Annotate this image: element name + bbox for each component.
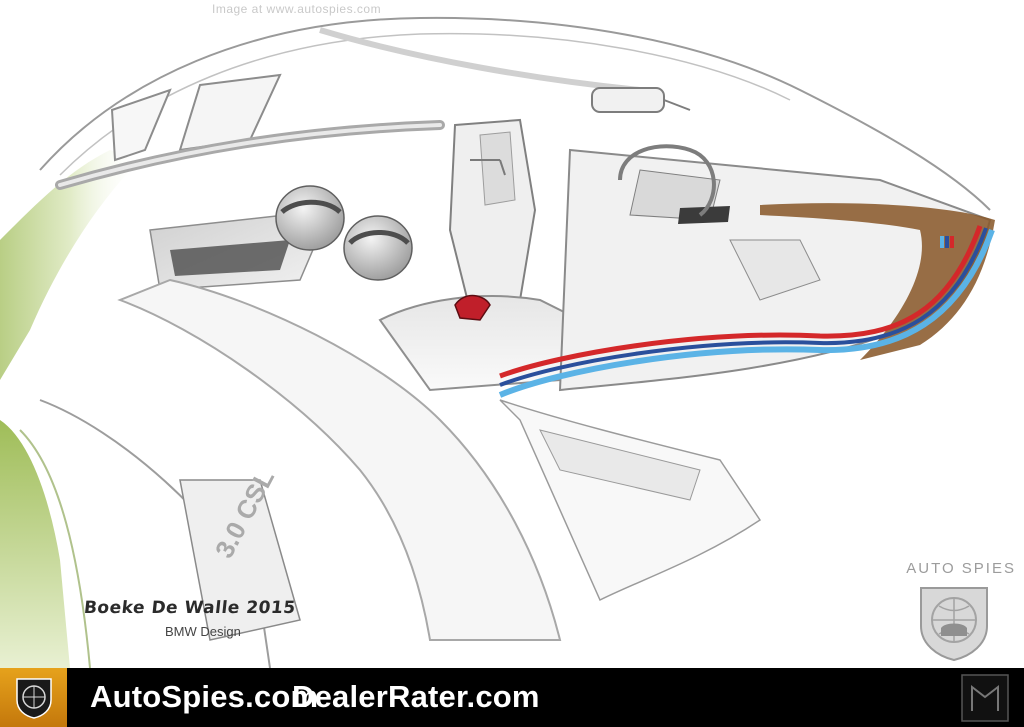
- steering-wheel: [618, 144, 716, 217]
- autospies-badge-icon[interactable]: [0, 668, 67, 727]
- rearview-mirror: [591, 87, 665, 113]
- m-badge-icon: [940, 236, 954, 248]
- gear-selector: [454, 294, 491, 321]
- lower-green-sill: [0, 420, 70, 668]
- footer-bar: AutoSpies.com DealerRater.com: [0, 668, 1024, 727]
- rear-window-left: [110, 88, 172, 162]
- footer-partner-link[interactable]: DealerRater.com: [292, 679, 540, 714]
- footer-corner-icon[interactable]: [960, 673, 1010, 723]
- autospies-wordmark: AUTO SPIES: [906, 560, 1016, 577]
- body-side-green: [0, 150, 140, 380]
- dash-trim-brown: [760, 203, 995, 360]
- autospies-crest-icon: [920, 587, 988, 662]
- front-door-panel: [499, 399, 762, 602]
- helmet-rear: [275, 185, 345, 251]
- designer-signature: Boeke De Walle 2015: [82, 598, 297, 618]
- roof-line: [39, 16, 991, 211]
- door-sill: [117, 278, 562, 641]
- watermark-top: Image at www.autospies.com: [212, 2, 382, 16]
- interior-sketch: 3.0 CSL: [0, 16, 995, 668]
- footer-brand-link[interactable]: AutoSpies.com: [90, 679, 319, 714]
- design-credit: BMW Design: [165, 624, 241, 639]
- air-vent: [678, 206, 730, 224]
- concept-sketch-image: 3.0 CSL Image at www.autospies.com Boeke…: [0, 2, 1016, 668]
- helmet-front: [343, 215, 413, 281]
